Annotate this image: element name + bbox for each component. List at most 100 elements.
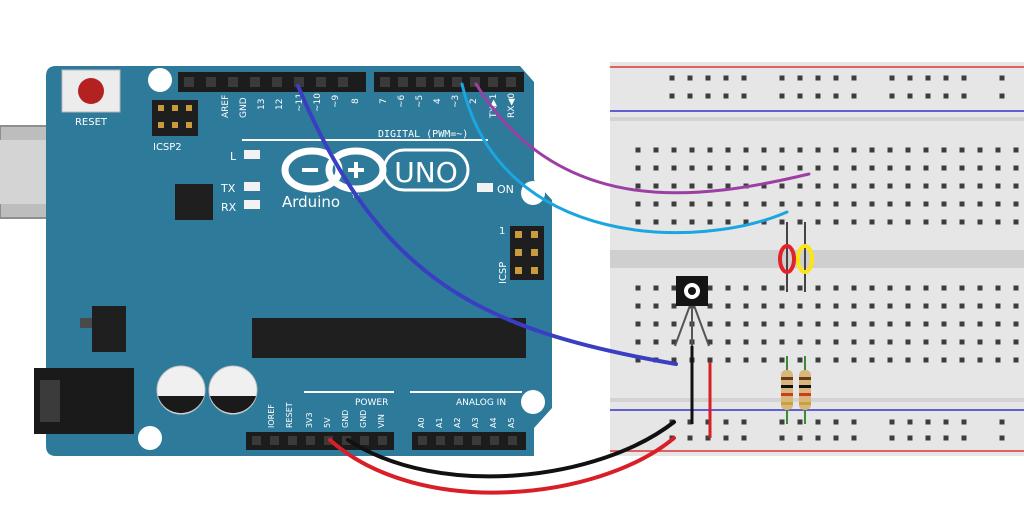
breadboard-hole: [689, 219, 695, 225]
led-red: [778, 222, 796, 292]
breadboard-hole: [959, 285, 965, 291]
brand-label: Arduino: [282, 193, 340, 211]
ir-receiver-sensor: [674, 276, 710, 347]
breadboard-hole: [1013, 321, 1019, 327]
breadboard-hole: [961, 93, 967, 99]
breadboard-hole: [1013, 285, 1019, 291]
breadboard-hole: [925, 75, 931, 81]
breadboard-hole: [869, 339, 875, 345]
breadboard-hole: [999, 435, 1005, 441]
breadboard-hole: [943, 93, 949, 99]
breadboard-hole: [743, 201, 749, 207]
breadboard-hole: [779, 303, 785, 309]
capacitor-2: [208, 365, 258, 415]
breadboard-hole: [797, 321, 803, 327]
analog-label: ANALOG IN: [456, 398, 506, 408]
breadboard-hole: [761, 303, 767, 309]
voltage-regulator: [80, 306, 126, 352]
pin-label: 2: [469, 98, 479, 104]
breadboard-hole: [923, 357, 929, 363]
breadboard-hole: [833, 303, 839, 309]
breadboard-hole: [671, 183, 677, 189]
breadboard-hole: [887, 303, 893, 309]
breadboard-hole: [1013, 303, 1019, 309]
breadboard-hole: [635, 147, 641, 153]
breadboard-hole: [671, 357, 677, 363]
pin-label: RX◀0: [507, 93, 517, 118]
digital-label: DIGITAL (PWM=~): [378, 129, 468, 140]
breadboard-hole: [889, 75, 895, 81]
breadboard-hole: [705, 93, 711, 99]
breadboard-hole: [689, 165, 695, 171]
breadboard-hole: [707, 357, 713, 363]
breadboard-hole: [671, 285, 677, 291]
breadboard-hole: [779, 285, 785, 291]
breadboard-hole: [779, 435, 785, 441]
led-l: [244, 150, 260, 159]
breadboard-hole: [653, 285, 659, 291]
breadboard-hole: [653, 201, 659, 207]
led-on: [477, 183, 493, 192]
digital-header-left: [178, 72, 366, 92]
breadboard-hole: [653, 219, 659, 225]
breadboard-hole: [905, 183, 911, 189]
breadboard-hole: [833, 419, 839, 425]
breadboard-hole: [869, 285, 875, 291]
pin-label: A3: [471, 417, 480, 428]
breadboard-hole: [869, 219, 875, 225]
breadboard-hole: [653, 321, 659, 327]
breadboard-hole: [797, 219, 803, 225]
breadboard-hole: [905, 321, 911, 327]
breadboard-hole: [687, 93, 693, 99]
breadboard-hole: [869, 147, 875, 153]
breadboard-hole: [743, 357, 749, 363]
breadboard-hole: [761, 339, 767, 345]
wire-pin11-to-sensor: [296, 84, 678, 366]
breadboard-hole: [705, 419, 711, 425]
breadboard-hole: [635, 321, 641, 327]
breadboard-hole: [833, 147, 839, 153]
led-rx: [244, 200, 260, 209]
breadboard-hole: [905, 147, 911, 153]
breadboard-hole: [743, 303, 749, 309]
uno-label: UNO: [394, 156, 457, 189]
breadboard-hole: [977, 147, 983, 153]
breadboard-hole: [1013, 219, 1019, 225]
breadboard-hole: [797, 357, 803, 363]
breadboard-hole: [761, 201, 767, 207]
breadboard-hole: [1013, 165, 1019, 171]
pin-label: 4: [433, 98, 443, 104]
breadboard-hole: [941, 165, 947, 171]
breadboard-hole: [833, 357, 839, 363]
wire-gnd-to-rail: [346, 420, 676, 479]
breadboard-hole: [851, 147, 857, 153]
breadboard-hole: [889, 93, 895, 99]
breadboard-hole: [905, 201, 911, 207]
breadboard-hole: [833, 435, 839, 441]
breadboard-hole: [707, 147, 713, 153]
pin-label: RESET: [285, 402, 294, 428]
pin-label: GND: [239, 97, 249, 118]
board-body: [46, 66, 552, 456]
breadboard-hole: [779, 201, 785, 207]
breadboard-hole: [815, 75, 821, 81]
breadboard-hole: [851, 285, 857, 291]
breadboard-hole: [653, 303, 659, 309]
pin-label: GND: [341, 410, 350, 428]
breadboard-hole: [959, 357, 965, 363]
pin-label: A1: [435, 417, 444, 428]
breadboard-hole: [999, 75, 1005, 81]
breadboard-hole: [959, 147, 965, 153]
breadboard-hole: [725, 219, 731, 225]
breadboard-hole: [1013, 339, 1019, 345]
uno-badge: UNO: [382, 148, 470, 192]
breadboard-hole: [905, 339, 911, 345]
breadboard-hole: [743, 321, 749, 327]
breadboard-hole: [723, 435, 729, 441]
breadboard-hole: [653, 165, 659, 171]
breadboard-hole: [887, 357, 893, 363]
breadboard-hole: [959, 321, 965, 327]
breadboard-hole: [723, 419, 729, 425]
breadboard-hole: [671, 219, 677, 225]
